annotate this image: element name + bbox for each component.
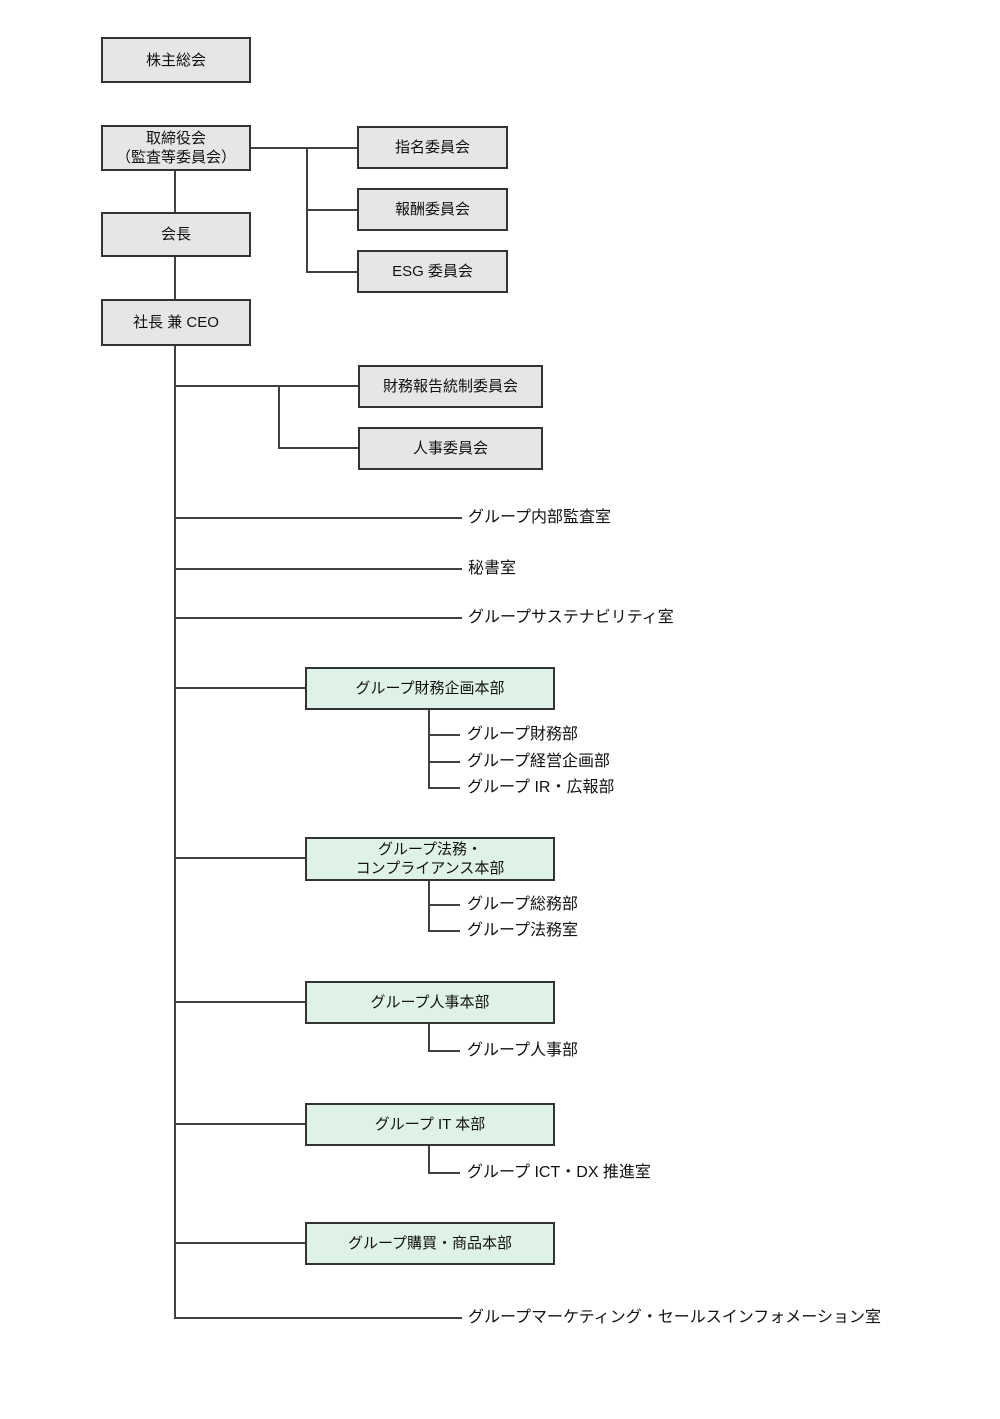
connector-board-committees	[251, 147, 357, 149]
connector-ict-dx-stub	[428, 1172, 460, 1174]
node-group-hr-hq: グループ人事本部	[305, 981, 555, 1024]
node-nomination-committee-label: 指名委員会	[394, 139, 470, 156]
node-nomination-committee: 指名委員会	[357, 126, 508, 169]
node-group-it-hq: グループ IT 本部	[305, 1103, 555, 1146]
label-group-sustainability-office: グループサステナビリティ室	[468, 609, 674, 626]
connector-ir-pr-stub	[428, 787, 460, 789]
connector-committee2-vertical	[278, 385, 280, 449]
label-group-finance-dept: グループ財務部	[467, 726, 579, 743]
connector-fin-planning	[175, 687, 305, 689]
node-group-hr-hq-label: グループ人事本部	[370, 994, 490, 1011]
connector-sustainability	[175, 617, 462, 619]
connector-hr	[175, 1001, 305, 1003]
node-financial-reporting-control-committee: 財務報告統制委員会	[358, 365, 543, 408]
connector-general-affairs-stub	[428, 904, 460, 906]
node-group-procurement-merchandise-hq: グループ購買・商品本部	[305, 1222, 555, 1265]
connector-legal	[175, 857, 305, 859]
label-group-internal-audit-office: グループ内部監査室	[468, 509, 612, 526]
connector-fin-planning-sub-vertical	[428, 710, 430, 789]
label-secretarial-office: 秘書室	[468, 560, 517, 577]
label-group-ict-dx-promotion-office: グループ ICT・DX 推進室	[467, 1164, 651, 1181]
connector-compensation-stub	[306, 209, 357, 211]
label-group-ir-pr-dept: グループ IR・広報部	[467, 779, 615, 796]
node-esg-committee: ESG 委員会	[357, 250, 508, 293]
connector-legal-office-stub	[428, 930, 460, 932]
node-compensation-committee-label: 報酬委員会	[394, 201, 470, 218]
connector-fin-report	[175, 385, 358, 387]
node-group-legal-compliance-hq-label-line2: コンプライアンス本部	[355, 860, 505, 877]
label-group-legal-office: グループ法務室	[467, 922, 579, 939]
node-group-legal-compliance-hq: グループ法務・ コンプライアンス本部	[305, 837, 555, 881]
connector-legal-sub-vertical	[428, 881, 430, 932]
node-compensation-committee: 報酬委員会	[357, 188, 508, 231]
node-president-ceo-label: 社長 兼 CEO	[133, 314, 219, 331]
node-esg-committee-label: ESG 委員会	[392, 263, 473, 280]
connector-internal-audit	[175, 517, 462, 519]
label-group-corporate-planning-dept: グループ経営企画部	[467, 753, 611, 770]
node-chairman-label: 会長	[160, 226, 191, 243]
node-shareholders-meeting: 株主総会	[101, 37, 251, 83]
node-group-it-hq-label: グループ IT 本部	[374, 1116, 486, 1133]
connector-main-trunk	[174, 171, 176, 1319]
node-group-financial-planning-hq: グループ財務企画本部	[305, 667, 555, 710]
connector-hr-sub-vertical	[428, 1024, 430, 1052]
node-board-of-directors-label-line1: 取締役会	[145, 130, 206, 147]
connector-secretarial	[175, 568, 462, 570]
label-group-hr-dept: グループ人事部	[467, 1042, 579, 1059]
label-group-general-affairs-dept: グループ総務部	[467, 896, 579, 913]
node-shareholders-meeting-label: 株主総会	[145, 51, 206, 69]
connector-procurement	[175, 1242, 305, 1244]
node-financial-reporting-control-committee-label: 財務報告統制委員会	[382, 378, 518, 395]
node-personnel-committee: 人事委員会	[358, 427, 543, 470]
connector-it	[175, 1123, 305, 1125]
connector-esg-stub	[306, 271, 357, 273]
connector-corporate-planning-stub	[428, 761, 460, 763]
connector-marketing	[175, 1317, 462, 1319]
connector-personnel-stub	[278, 447, 358, 449]
node-board-of-directors: 取締役会 （監査等委員会）	[101, 125, 251, 171]
node-group-legal-compliance-hq-label-line1: グループ法務・	[377, 841, 483, 858]
label-group-marketing-sales-information-office: グループマーケティング・セールスインフォメーション室	[468, 1309, 881, 1326]
connector-hr-dept-stub	[428, 1050, 460, 1052]
node-board-of-directors-label-line2: （監査等委員会）	[115, 149, 236, 166]
node-chairman: 会長	[101, 212, 251, 257]
node-group-financial-planning-hq-label: グループ財務企画本部	[355, 680, 505, 697]
connector-finance-dept-stub	[428, 734, 460, 736]
node-personnel-committee-label: 人事委員会	[412, 440, 488, 457]
node-group-procurement-merchandise-hq-label: グループ購買・商品本部	[347, 1235, 513, 1252]
connector-it-sub-vertical	[428, 1146, 430, 1174]
node-president-ceo: 社長 兼 CEO	[101, 299, 251, 346]
